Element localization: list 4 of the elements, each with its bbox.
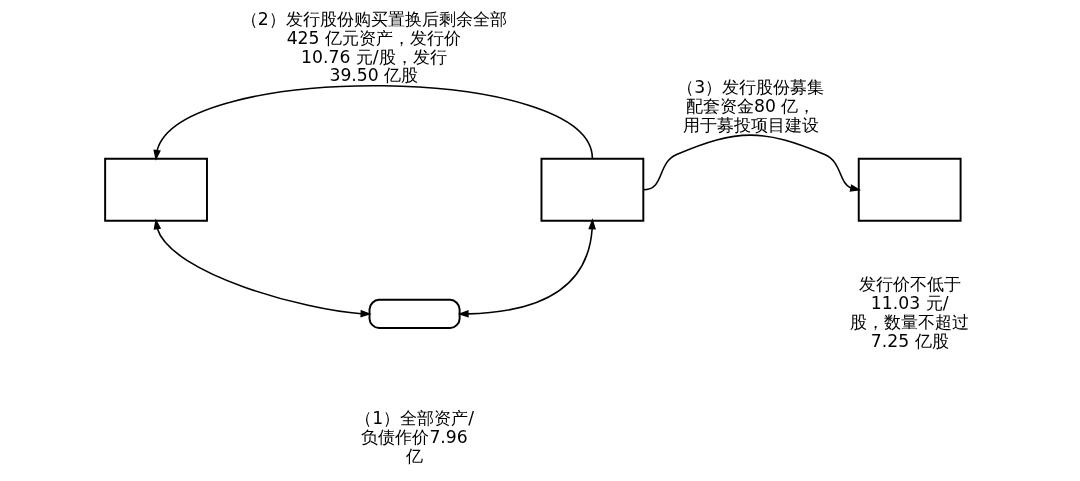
label: 发行价不低于 11.03 元/股，数量不超过 7.25 亿股 [849,274,969,351]
edge-label: （2）发行股份购买置换后剩余全部 425 亿元资产，发行价 10.76 元/股，发行 39.50 亿股 [240,8,507,86]
edge-label: （3）发行股份募集配套资金80 亿，用于募投项目建设 [676,77,824,135]
label: （1）全部资产/负债作价7.96 亿 [354,408,474,466]
